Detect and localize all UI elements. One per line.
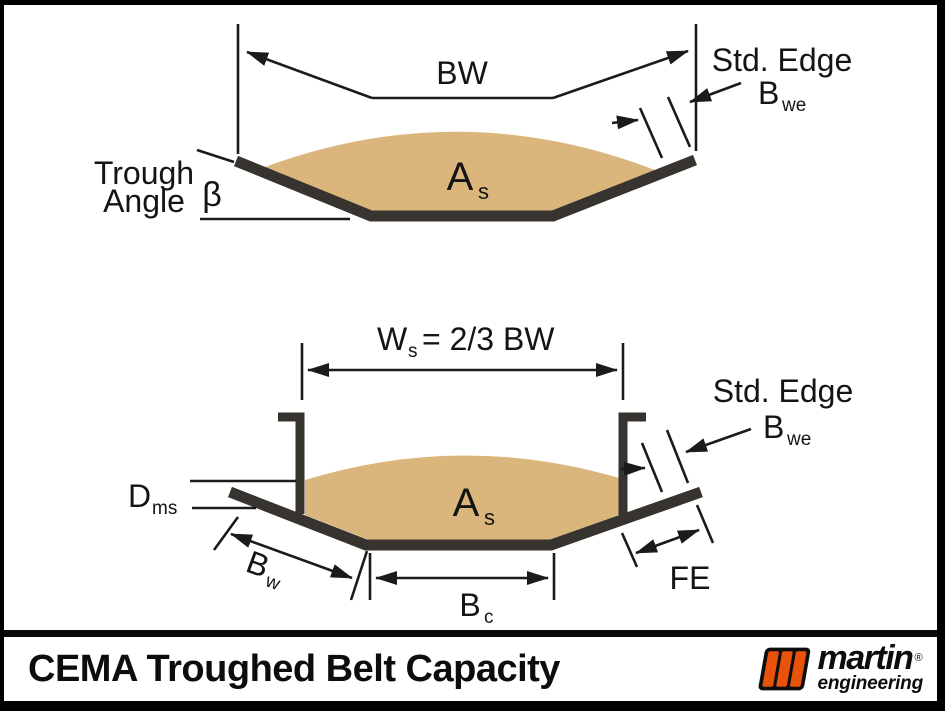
belt-center-symbol-sub: c [484, 607, 494, 628]
area-symbol-top: A [447, 155, 474, 199]
material-area-label-bottom: A s [453, 481, 495, 530]
material-depth-symbol-sub: ms [152, 498, 177, 519]
material-area-shape [265, 131, 655, 211]
std-edge-symbol-top: B [758, 75, 779, 111]
belt-center-symbol: B [459, 587, 480, 623]
belt-width-dimension: BW [236, 24, 698, 154]
frame-border-left [0, 0, 4, 711]
material-depth-symbol: D [128, 478, 151, 514]
free-edge-label: FE [670, 560, 711, 596]
std-edge-label-bottom: Std. Edge [713, 373, 854, 409]
logo-wordmark: martin ® engineering [817, 639, 924, 694]
belt-shape [233, 154, 698, 222]
frame-border-right [937, 0, 945, 711]
belt-shape-bottom [228, 486, 703, 551]
skirt-width-equation: = 2/3 BW [422, 321, 555, 357]
trough-angle-annotation: Trough Angle β [94, 148, 350, 221]
material-depth-dimension: D ms [128, 478, 296, 519]
martin-logo-m-icon [758, 647, 810, 691]
trough-angle-label-line2: Angle [103, 183, 185, 219]
registered-trademark-icon: ® [914, 652, 923, 665]
top-cross-section: BW Std. Edge B we Trough Angle β [94, 24, 853, 222]
titlebar-divider [0, 630, 945, 637]
belt-wing-symbol-sub: w [262, 570, 283, 595]
figure-title: CEMA Troughed Belt Capacity [28, 647, 560, 690]
skirt-width-symbol-sub: s [408, 341, 418, 362]
std-edge-symbol-sub-top: we [781, 95, 806, 116]
std-edge-dimension-top: Std. Edge B we [611, 42, 853, 159]
logo-subname: engineering [817, 672, 924, 694]
trough-angle-symbol: β [202, 176, 222, 214]
skirt-width-dimension: W s = 2/3 BW [300, 321, 625, 400]
title-bar: CEMA Troughed Belt Capacity martin ® eng… [0, 637, 945, 701]
area-symbol-bottom: A [453, 481, 480, 525]
belt-center-dimension: B c [368, 553, 556, 628]
std-edge-symbol-sub-bottom: we [786, 429, 811, 450]
left-skirtboard [278, 412, 305, 514]
logo-name: martin [817, 639, 914, 678]
std-edge-label-top: Std. Edge [712, 42, 853, 78]
trough-angle-label-line1: Trough [94, 155, 194, 191]
martin-engineering-logo: martin ® engineering [757, 639, 924, 694]
skirt-width-symbol: W [377, 321, 408, 357]
belt-width-label: BW [436, 55, 488, 91]
material-area-label-top: A s [447, 155, 489, 204]
free-edge-dimension: FE [620, 504, 715, 596]
bottom-cross-section-with-skirtboards: W s = 2/3 BW Std. Edge B we D ms [128, 321, 853, 628]
material-area-shape-bottom [305, 455, 619, 540]
right-skirtboard [618, 412, 646, 515]
std-edge-symbol-bottom: B [763, 409, 784, 445]
area-symbol-sub-bottom: s [484, 505, 495, 530]
frame-border-bottom [0, 701, 945, 711]
area-symbol-sub-top: s [478, 179, 489, 204]
std-edge-dimension-bottom: Std. Edge B we [620, 373, 854, 493]
frame-border-top [0, 0, 945, 5]
